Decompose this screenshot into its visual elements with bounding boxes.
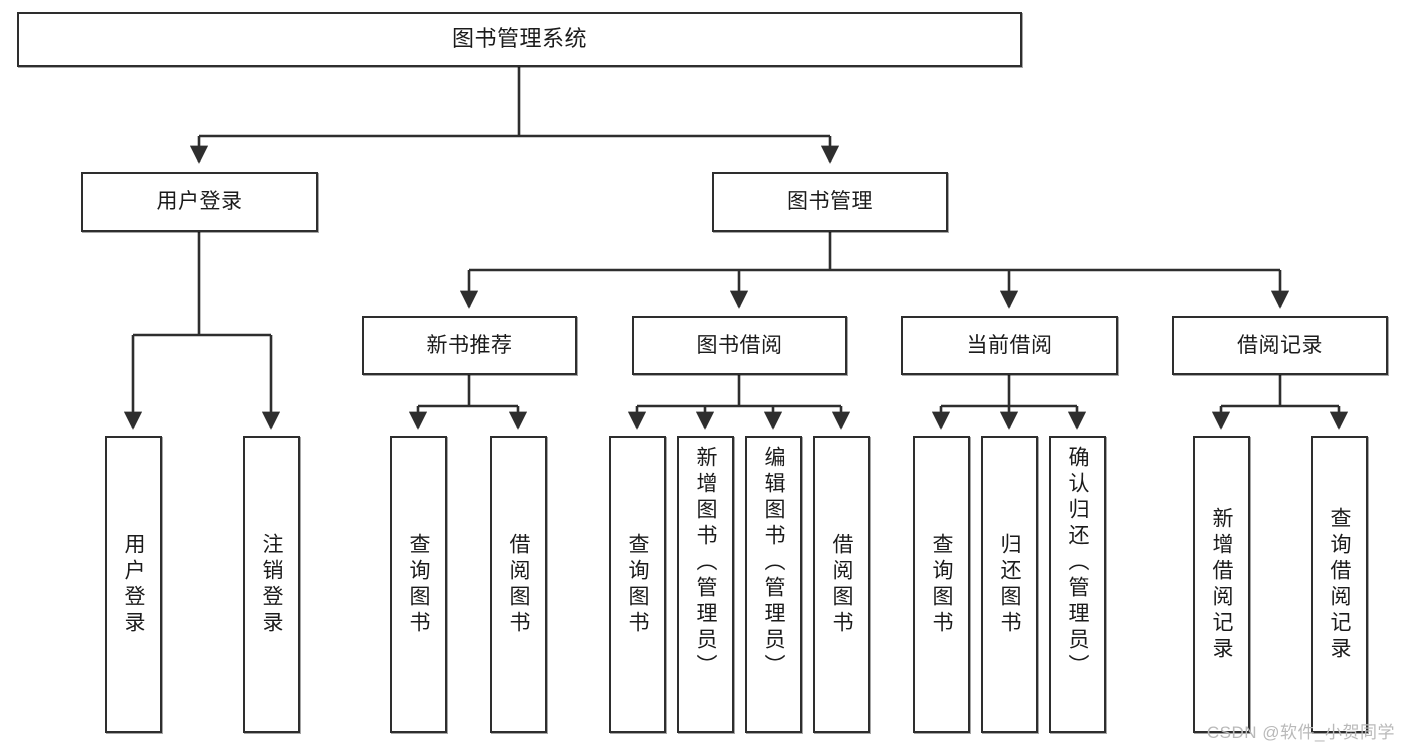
leaf-record-query-record[interactable]: 查询借阅记录 <box>1311 436 1368 733</box>
leaf-borrow-add-book-label: 新增图书（管理员） <box>694 446 717 680</box>
node-root-system-label: 图书管理系统 <box>451 26 587 52</box>
leaf-logout-label: 注销登录 <box>260 532 283 637</box>
node-current-borrow[interactable]: 当前借阅 <box>901 316 1118 375</box>
node-borrow-record[interactable]: 借阅记录 <box>1172 316 1388 375</box>
leaf-current-confirm-return[interactable]: 确认归还（管理员） <box>1049 436 1106 733</box>
node-user-login-label: 用户登录 <box>156 190 243 214</box>
leaf-borrow-edit-book-label: 编辑图书（管理员） <box>762 446 785 680</box>
leaf-recommend-query-book-label: 查询图书 <box>407 532 430 637</box>
leaf-current-query-book[interactable]: 查询图书 <box>913 436 970 733</box>
node-new-book-recommend-label: 新书推荐 <box>426 333 513 357</box>
leaf-recommend-query-book[interactable]: 查询图书 <box>390 436 447 733</box>
leaf-current-return-book[interactable]: 归还图书 <box>981 436 1038 733</box>
leaf-current-query-book-label: 查询图书 <box>930 532 953 637</box>
leaf-borrow-query-book-label: 查询图书 <box>626 532 649 637</box>
leaf-record-query-record-label: 查询借阅记录 <box>1328 506 1351 663</box>
leaf-borrow-add-book[interactable]: 新增图书（管理员） <box>677 436 734 733</box>
node-borrow-record-label: 借阅记录 <box>1237 333 1323 357</box>
leaf-logout[interactable]: 注销登录 <box>243 436 300 733</box>
leaf-current-confirm-return-label: 确认归还（管理员） <box>1066 446 1089 680</box>
leaf-user-login[interactable]: 用户登录 <box>105 436 162 733</box>
leaf-user-login-label: 用户登录 <box>122 532 145 637</box>
node-user-login[interactable]: 用户登录 <box>81 172 318 232</box>
node-book-borrow[interactable]: 图书借阅 <box>632 316 847 375</box>
leaf-current-return-book-label: 归还图书 <box>998 532 1021 637</box>
node-current-borrow-label: 当前借阅 <box>966 333 1053 357</box>
node-book-borrow-label: 图书借阅 <box>696 333 783 357</box>
node-book-management-label: 图书管理 <box>787 190 873 214</box>
leaf-record-add-record-label: 新增借阅记录 <box>1210 506 1233 663</box>
node-book-management[interactable]: 图书管理 <box>712 172 948 232</box>
node-new-book-recommend[interactable]: 新书推荐 <box>362 316 577 375</box>
leaf-borrow-query-book[interactable]: 查询图书 <box>609 436 666 733</box>
leaf-borrow-edit-book[interactable]: 编辑图书（管理员） <box>745 436 802 733</box>
leaf-recommend-borrow-book-label: 借阅图书 <box>507 532 530 637</box>
leaf-borrow-borrow-book-label: 借阅图书 <box>830 532 853 637</box>
leaf-record-add-record[interactable]: 新增借阅记录 <box>1193 436 1250 733</box>
node-root-system[interactable]: 图书管理系统 <box>17 12 1022 67</box>
leaf-recommend-borrow-book[interactable]: 借阅图书 <box>490 436 547 733</box>
leaf-borrow-borrow-book[interactable]: 借阅图书 <box>813 436 870 733</box>
